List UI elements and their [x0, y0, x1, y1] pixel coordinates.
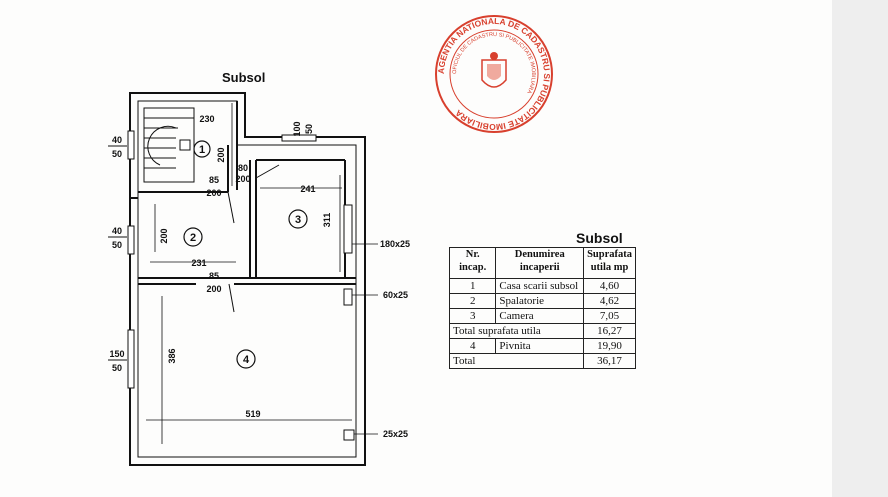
- table-row: 1 Casa scarii subsol 4,60: [448, 278, 636, 294]
- window-3: [127, 329, 135, 389]
- dim-door3-h: 200: [206, 284, 221, 294]
- room-number-1: 1: [199, 144, 205, 156]
- row-nr: 4: [448, 338, 497, 354]
- dim-room3-height: 311: [322, 213, 332, 228]
- opening-180x25: [343, 204, 353, 254]
- row-name: Camera: [495, 308, 585, 324]
- window-2-h: 50: [112, 240, 122, 250]
- total-util-value: 16,27: [583, 323, 636, 339]
- window-2: [127, 225, 135, 255]
- opening-label-2: 60x25: [383, 290, 408, 300]
- header-nr: Nr. incap.: [448, 247, 497, 279]
- total-value: 36,17: [583, 353, 636, 369]
- row-area: 4,62: [583, 293, 636, 309]
- row-name: Casa scarii subsol: [495, 278, 585, 294]
- opening-label-1: 180x25: [380, 239, 410, 249]
- dim-top-window-w: 100: [292, 121, 302, 136]
- row-nr: 2: [448, 293, 497, 309]
- row-area: 7,05: [583, 308, 636, 324]
- table-row: 3 Camera 7,05: [448, 308, 636, 324]
- door-swing-1: [227, 191, 235, 224]
- dim-door1-h: 200: [206, 188, 221, 198]
- opening-25x25: [343, 429, 355, 441]
- dim-door2-w: 80: [238, 163, 248, 173]
- dim-door3-w: 85: [209, 271, 219, 281]
- right-gray-margin: [832, 0, 888, 497]
- opening-label-3: 25x25: [383, 429, 408, 439]
- header-name: Denumirea incaperii: [495, 247, 585, 279]
- window-1-h: 50: [112, 149, 122, 159]
- room-number-2: 2: [190, 232, 196, 244]
- dim-room2-width: 231: [191, 258, 206, 268]
- dim-top-window-h: 50: [304, 124, 314, 134]
- window-2-w: 40: [112, 226, 122, 236]
- document-sheet: [0, 0, 832, 497]
- room-number-3: 3: [295, 214, 301, 226]
- row-name: Spalatorie: [495, 293, 585, 309]
- table-row: 2 Spalatorie 4,62: [448, 293, 636, 309]
- row-nr: 3: [448, 308, 497, 324]
- room-number-4: 4: [243, 354, 250, 366]
- dim-stair-width: 230: [199, 114, 214, 124]
- coat-of-arms-icon: [481, 52, 507, 88]
- dim-door1-w: 85: [209, 175, 219, 185]
- dim-room4-width: 519: [245, 409, 260, 419]
- table-row: 4 Pivnita 19,90: [448, 338, 636, 354]
- door-swing-2: [255, 164, 280, 179]
- plan-title: Subsol: [222, 70, 266, 85]
- floor-plan: 1 2 3 4 230 200 85 200 80 200 241 311 20…: [108, 92, 410, 466]
- row-area: 4,60: [583, 278, 636, 294]
- window-1: [127, 130, 135, 160]
- dim-room3-width: 241: [300, 184, 315, 194]
- door-swing-3: [228, 283, 235, 313]
- table-title: Subsol: [576, 230, 623, 246]
- window-1-w: 40: [112, 135, 122, 145]
- window-top: [281, 134, 317, 142]
- cadastre-stamp: AGENTIA NATIONALA DE CADASTRU SI PUBLICI…: [435, 15, 553, 133]
- window-3-h: 50: [112, 363, 122, 373]
- row-area: 19,90: [583, 338, 636, 354]
- dim-door2-h: 200: [235, 174, 250, 184]
- staircase: [143, 107, 195, 183]
- header-area: Suprafata utila mp: [583, 247, 636, 279]
- area-table: Nr. incap. Denumirea incaperii Suprafata…: [448, 247, 636, 369]
- window-3-w: 150: [109, 349, 124, 359]
- dim-stair-height: 200: [216, 147, 226, 162]
- total-row: Total 36,17: [448, 353, 636, 369]
- opening-60x25: [343, 288, 353, 306]
- dim-room4-height: 386: [167, 348, 177, 363]
- total-util-label: Total suprafata utila: [448, 323, 585, 339]
- dim-room2-height: 200: [159, 228, 169, 243]
- table-header-row: Nr. incap. Denumirea incaperii Suprafata…: [448, 247, 636, 279]
- row-name: Pivnita: [495, 338, 585, 354]
- row-nr: 1: [448, 278, 497, 294]
- outer-wall: [129, 92, 366, 466]
- total-util-row: Total suprafata utila 16,27: [448, 323, 636, 339]
- total-label: Total: [448, 353, 585, 369]
